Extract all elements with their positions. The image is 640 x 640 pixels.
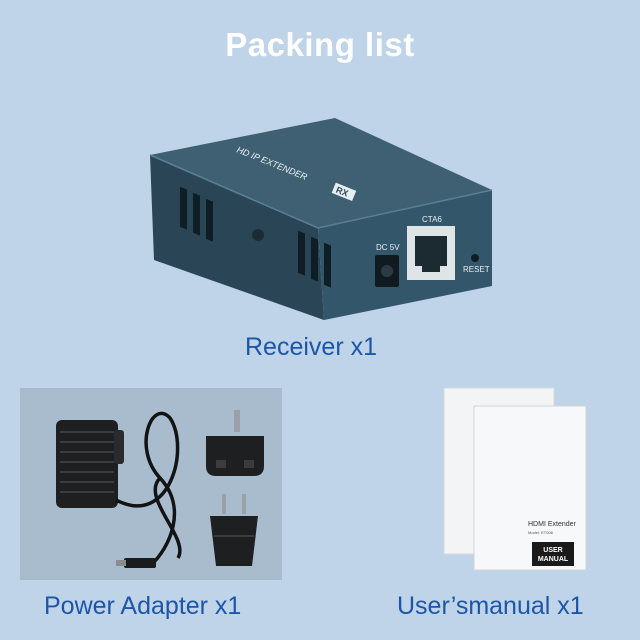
adapter-body-icon (56, 420, 118, 508)
reset-label: RESET (463, 265, 490, 274)
receiver-top-face (150, 118, 492, 228)
receiver-device-image: HD IP EXTENDER RX DC 5V CTA6 RESET (149, 118, 493, 320)
manual-badge-line1: USER (543, 547, 562, 554)
page-title: Packing list (225, 26, 415, 63)
side-vents-right (298, 230, 331, 288)
manual-model-line: Model: ET006 (528, 530, 554, 535)
receiver-front-face (318, 190, 492, 320)
eu-plug-icon (210, 494, 258, 566)
manual-badge-line2: MANUAL (538, 556, 569, 563)
reset-button-icon (471, 254, 479, 262)
uk-plug-icon (206, 410, 264, 476)
power-adapter-panel (20, 388, 282, 580)
port-label: CTA6 (422, 215, 442, 224)
screw-icon (252, 229, 264, 241)
adapter-cable-icon (115, 411, 180, 568)
user-manual-image: HDMI Extender Model: ET006 USER MANUAL (443, 387, 587, 571)
manual-badge (532, 542, 574, 566)
manual-product-name: HDMI Extender (528, 521, 577, 528)
power-adapter-image (56, 410, 264, 568)
receiver-caption: Receiver x1 (245, 333, 377, 361)
dc-label: DC 5V (376, 243, 400, 252)
power-adapter-caption: Power Adapter x1 (44, 592, 242, 620)
side-vents-left (180, 186, 213, 242)
manual-caption: User’smanual x1 (397, 592, 584, 620)
receiver-badge: RX (334, 185, 349, 199)
